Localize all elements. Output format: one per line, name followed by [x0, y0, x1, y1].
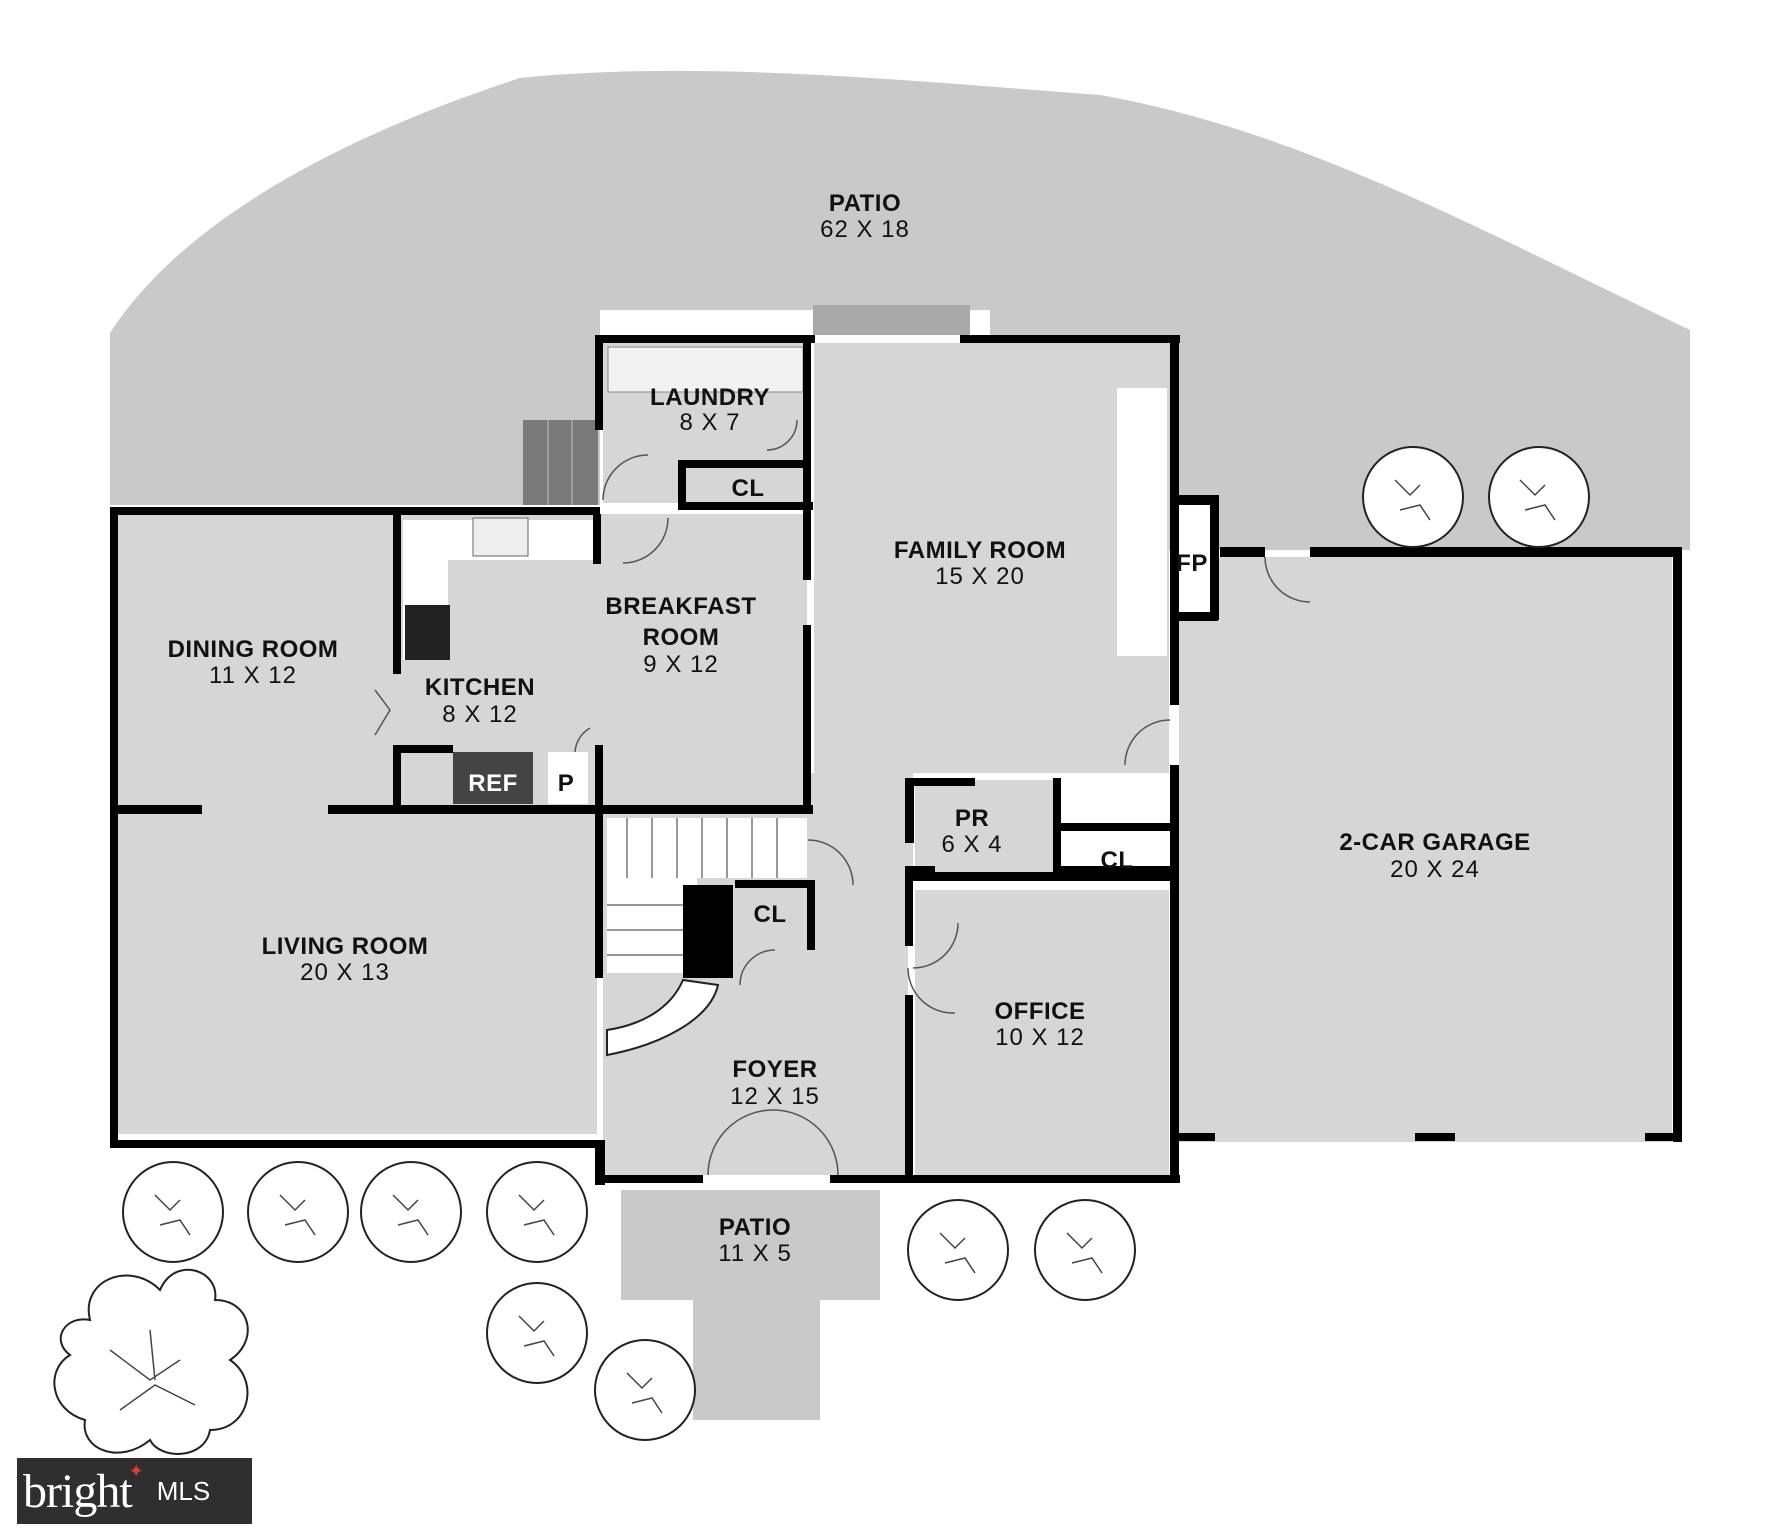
laundry-dims: 8 X 7 [679, 409, 740, 436]
doors [374, 419, 1311, 1176]
office-floor [915, 890, 1169, 1175]
dining-room-floor [117, 514, 397, 809]
tree [486, 1282, 588, 1384]
garage-label: 2-CAR GARAGE [1339, 829, 1530, 856]
laundry-closet-label: CL [732, 475, 765, 502]
laundry-fixtures [607, 346, 804, 393]
back-patio-area [110, 70, 1690, 551]
logo-brand: bright [23, 1464, 133, 1518]
fireplace-label: FP [1176, 550, 1208, 577]
front-patio-label: PATIO [719, 1214, 791, 1241]
foyer-closet-label: CL [754, 901, 787, 928]
trees [53, 446, 1590, 1455]
family-room-dims: 15 X 20 [935, 563, 1025, 590]
front-patio [621, 1190, 880, 1300]
tree [247, 1161, 349, 1263]
tree [594, 1339, 696, 1441]
foyer-dims: 12 X 15 [730, 1083, 820, 1110]
tree [486, 1161, 588, 1263]
large-tree [53, 1268, 249, 1455]
living-room-dims: 20 X 13 [300, 959, 390, 986]
breakfast-room-label-2: ROOM [643, 624, 720, 651]
dining-room-dims: 11 X 12 [209, 662, 297, 689]
family-room-floor [814, 343, 1169, 773]
logo-suffix: MLS [156, 1475, 211, 1506]
tree [122, 1161, 224, 1263]
powder-room-dims: 6 X 4 [941, 831, 1002, 858]
kitchen-dims: 8 X 12 [442, 701, 517, 728]
family-room-label: FAMILY ROOM [894, 537, 1066, 564]
office-dims: 10 X 12 [995, 1024, 1085, 1051]
logo-star-icon: ✦ [128, 1460, 144, 1481]
tree [1488, 446, 1590, 548]
tree [1362, 446, 1464, 548]
bright-mls-logo: bright ✦ MLS [17, 1458, 252, 1524]
refrigerator-label: REF [468, 770, 518, 797]
office-label: OFFICE [995, 998, 1086, 1025]
breakfast-room-dims: 9 X 12 [643, 651, 718, 678]
tree [360, 1161, 462, 1263]
powder-vanity [1060, 778, 1165, 823]
powder-closet-label: CL [1101, 847, 1134, 874]
stairs [523, 420, 807, 1057]
breakfast-counter [1117, 388, 1167, 656]
garage-dims: 20 X 24 [1390, 856, 1480, 883]
kitchen-sink [472, 517, 529, 557]
fireplace-hearth [1175, 505, 1210, 613]
garage-floor [1179, 557, 1672, 1142]
refrigerator [453, 752, 533, 804]
dining-room-label: DINING ROOM [168, 636, 339, 663]
back-patio-dims: 62 X 18 [820, 216, 910, 243]
patio-step [813, 305, 970, 335]
tree [1034, 1199, 1136, 1301]
pantry-box [548, 752, 588, 804]
living-room-label: LIVING ROOM [262, 933, 429, 960]
front-walk [693, 1300, 820, 1420]
breakfast-room-label-1: BREAKFAST [605, 593, 756, 620]
powder-room-label: PR [955, 805, 989, 832]
cooktop [405, 605, 450, 660]
front-patio-dims: 11 X 5 [718, 1240, 792, 1267]
foyer-label: FOYER [732, 1056, 817, 1083]
living-room-floor [117, 809, 597, 1134]
kitchen-label: KITCHEN [425, 674, 535, 701]
pantry-label: P [558, 770, 575, 797]
walls [110, 335, 1682, 1185]
laundry-label: LAUNDRY [650, 384, 770, 411]
back-patio-label: PATIO [829, 190, 901, 217]
powder-room-floor [915, 780, 1055, 880]
tree [907, 1199, 1009, 1301]
